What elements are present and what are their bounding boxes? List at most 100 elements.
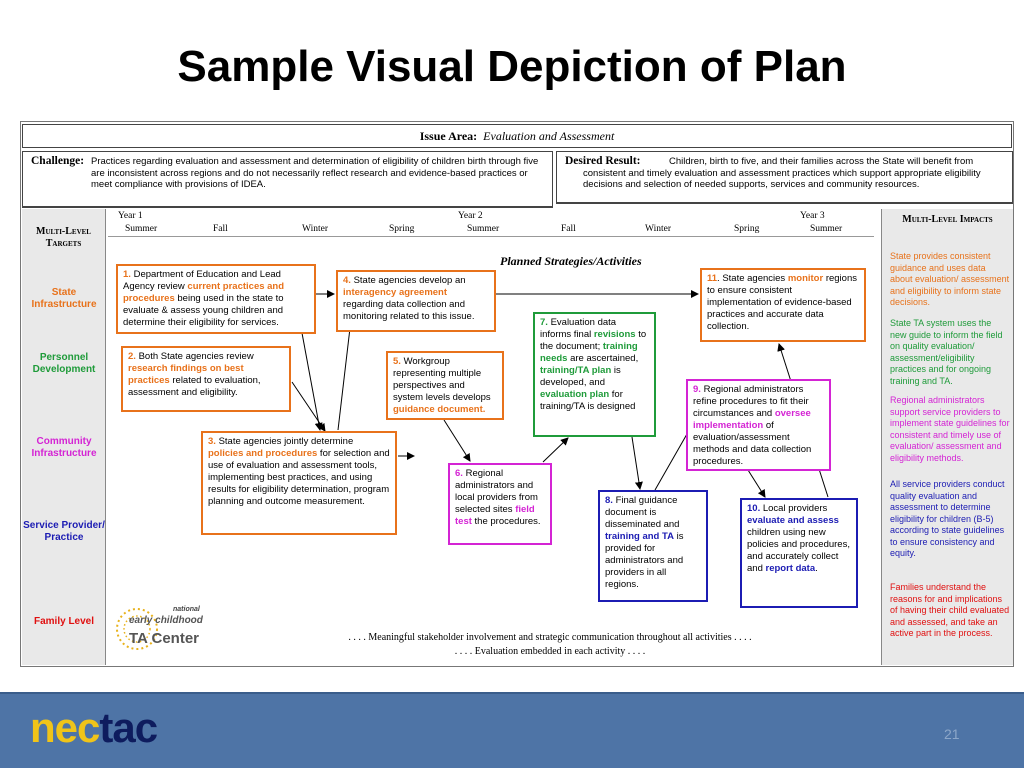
strategy-number: 10. bbox=[747, 503, 761, 514]
strategy-box-2: 2. Both State agencies review research f… bbox=[121, 346, 291, 412]
strategy-text: Final guidance document is disseminated … bbox=[605, 495, 680, 530]
strategy-text: . bbox=[815, 563, 818, 574]
strategy-text: Regional administrators refine procedure… bbox=[693, 384, 809, 419]
ta-center-logo: national early childhood TA Center bbox=[115, 599, 204, 659]
strategy-box-6: 6. Regional administrators and local pro… bbox=[448, 463, 552, 545]
timeline-divider bbox=[108, 236, 874, 237]
arrow-2-to-3 bbox=[291, 381, 326, 432]
strategy-highlight: guidance document. bbox=[393, 404, 486, 415]
strategy-box-4: 4. State agencies develop an interagency… bbox=[336, 270, 496, 332]
strategy-highlight: training/TA plan bbox=[540, 365, 612, 376]
strategy-box-8: 8. Final guidance document is disseminat… bbox=[598, 490, 708, 602]
strategy-box-3: 3. State agencies jointly determine poli… bbox=[201, 431, 397, 535]
strategy-number: 9. bbox=[693, 384, 701, 395]
strategy-text: Both State agencies review bbox=[135, 351, 254, 362]
strategy-highlight: interagency agreement bbox=[343, 287, 448, 298]
season-label: Winter bbox=[302, 224, 328, 234]
ta-center-logo-graphic: national early childhood TA Center bbox=[116, 606, 204, 650]
target-personnel-development: Personnel Development bbox=[32, 352, 96, 375]
season-label: Winter bbox=[645, 224, 671, 234]
strategy-highlight: oversee implementation bbox=[693, 408, 811, 431]
strategy-text: are ascertained, bbox=[567, 353, 639, 364]
year-label: Year 3 bbox=[800, 211, 825, 221]
season-label: Summer bbox=[810, 224, 843, 234]
issue-value: Evaluation and Assessment bbox=[483, 129, 615, 143]
strategy-highlight: report data bbox=[765, 563, 816, 574]
strategy-box-5: 5. Workgroup representing multiple persp… bbox=[386, 351, 504, 420]
strategy-box-11: 11. State agencies monitor regions to en… bbox=[700, 268, 866, 342]
strategy-number: 8. bbox=[605, 495, 613, 506]
strategy-number: 4. bbox=[343, 275, 351, 286]
strategy-text: State agencies develop an bbox=[350, 275, 466, 286]
strategy-text: of evaluation/assessment methods and dat… bbox=[693, 420, 812, 467]
strategy-text: for training/TA is designed bbox=[540, 389, 636, 412]
strategy-text: is developed, and bbox=[540, 365, 621, 388]
year-label: Year 1 bbox=[118, 211, 143, 221]
targets-column: Multi-Level Targets State Infrastructure… bbox=[22, 209, 106, 665]
strategy-text: Workgroup representing multiple perspect… bbox=[393, 356, 491, 403]
impacts-heading: Multi-Level Impacts bbox=[902, 214, 993, 225]
strategy-number: 11 bbox=[707, 273, 718, 284]
logo-tac: tac bbox=[99, 704, 158, 751]
strategy-text: State agencies jointly determine bbox=[215, 436, 354, 447]
desired-label: Desired Result: bbox=[565, 155, 641, 167]
impact-state: State provides consistent guidance and u… bbox=[890, 251, 1010, 307]
strategy-number: 7. bbox=[540, 317, 548, 328]
strategy-highlight: training and TA bbox=[605, 531, 674, 542]
year-label: Year 2 bbox=[458, 211, 483, 221]
strategy-text: Department of Education and Lead Agency … bbox=[123, 269, 281, 292]
strategy-number: 2. bbox=[128, 351, 136, 362]
strategy-text: regions to ensure consistent implementat… bbox=[707, 273, 857, 332]
impact-service: All service providers conduct quality ev… bbox=[890, 479, 1005, 558]
target-family-level: Family Level bbox=[33, 616, 95, 627]
strategy-text: related to evaluation, assessment and el… bbox=[128, 375, 261, 398]
season-label: Fall bbox=[213, 224, 228, 234]
strategy-highlight: training needs bbox=[540, 341, 638, 364]
strategy-highlight: policies and procedures bbox=[208, 448, 318, 459]
arrow-1-to-3 bbox=[301, 332, 323, 431]
strategy-text: Regional administrators and local provid… bbox=[455, 468, 538, 515]
strategy-text: being used in the state to evaluate & as… bbox=[123, 293, 284, 328]
strategy-number: 3. bbox=[208, 436, 216, 447]
strategy-highlight: research findings on best practices bbox=[128, 363, 244, 386]
impact-community: Regional administrators support service … bbox=[890, 395, 1010, 463]
season-label: Spring bbox=[734, 224, 760, 234]
season-label: Summer bbox=[467, 224, 500, 234]
challenge-text: Practices regarding evaluation and asses… bbox=[91, 156, 539, 190]
page-title: Sample Visual Depiction of Plan bbox=[177, 42, 847, 91]
logo-text-line1: early childhood bbox=[129, 615, 203, 626]
arrow-5-to-6 bbox=[443, 419, 471, 462]
impact-personnel: State TA system uses the new guide to in… bbox=[890, 318, 1003, 386]
strategy-text: is provided for administrators and provi… bbox=[605, 531, 684, 590]
logo-text-line2: TA Center bbox=[129, 630, 199, 647]
strategy-text: Local providers bbox=[760, 503, 828, 514]
footer-bar bbox=[0, 692, 1024, 768]
arrow-6-to-7 bbox=[542, 437, 569, 463]
strategy-highlight: current practices and procedures bbox=[123, 281, 285, 304]
desired-result-box: Desired Result: Children, birth to five,… bbox=[556, 151, 1013, 204]
desired-text: Children, birth to five, and their famil… bbox=[583, 156, 981, 190]
page-number: 21 bbox=[944, 726, 960, 742]
strategy-box-9: 9. Regional administrators refine proced… bbox=[686, 379, 831, 471]
strategy-text: children using new policies and procedur… bbox=[747, 527, 850, 574]
strategy-text: the procedures. bbox=[471, 516, 541, 527]
strategy-text: Evaluation data informs final bbox=[540, 317, 617, 340]
strategy-number: 1. bbox=[123, 269, 131, 280]
impact-family: Families understand the reasons for and … bbox=[890, 582, 1010, 638]
season-label: Fall bbox=[561, 224, 576, 234]
strategy-highlight: evaluation plan bbox=[540, 389, 610, 400]
strategy-box-7: 7. Evaluation data informs final revisio… bbox=[533, 312, 656, 437]
challenge-box: Challenge: Practices regarding evaluatio… bbox=[22, 151, 553, 208]
logo-nec: nec bbox=[30, 704, 100, 751]
season-label: Summer bbox=[125, 224, 158, 234]
strategies-subtitle: Planned Strategies/Activities bbox=[500, 254, 642, 268]
strategy-number: 6. bbox=[455, 468, 463, 479]
strategy-text: . State agencies bbox=[717, 273, 788, 284]
strategy-highlight: field test bbox=[455, 504, 535, 527]
impacts-column: Multi-Level Impacts State provides consi… bbox=[881, 209, 1013, 665]
strategy-text: regarding data collection and monitoring… bbox=[343, 299, 475, 322]
arrow-7-to-8 bbox=[631, 436, 643, 490]
strategy-highlight: evaluate and assess bbox=[747, 515, 839, 526]
arrow-9-to-10 bbox=[747, 469, 766, 498]
logo-text-small: national bbox=[173, 606, 201, 613]
